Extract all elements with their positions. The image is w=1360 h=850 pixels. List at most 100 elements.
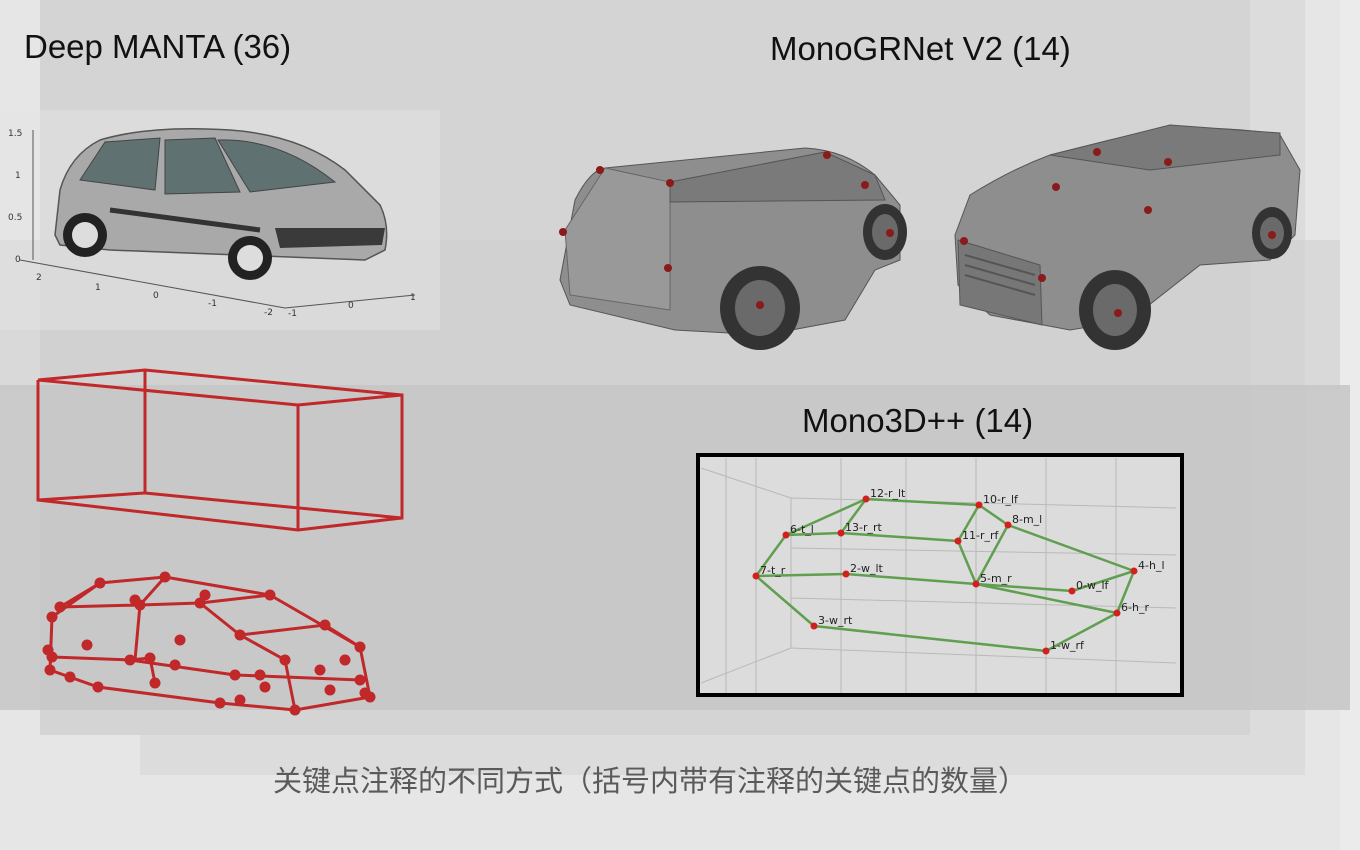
skeleton-edge: [1071, 569, 1135, 593]
skeleton-edge: [785, 497, 867, 537]
suv-front-render: [954, 124, 1301, 350]
keypoint-marker: [124, 654, 136, 666]
x-tick: -2: [264, 308, 273, 318]
keypoint-label: 13-r_rt: [845, 521, 883, 534]
keypoint-marker: [129, 594, 141, 606]
keypoint-marker: [159, 571, 171, 583]
keypoint-marker: [144, 652, 156, 664]
keypoint-marker: [42, 644, 54, 656]
keypoint-marker: [314, 664, 326, 676]
keypoint-dot: [975, 501, 983, 509]
skeleton-edge: [956, 540, 978, 585]
skeleton-edge: [865, 497, 980, 507]
skeleton-edge: [1115, 570, 1136, 614]
keypoint-dot: [862, 495, 870, 503]
keypoint-marker: [259, 681, 271, 693]
keypoint-marker: [214, 697, 226, 709]
suv-rear-render: [559, 147, 907, 350]
keypoint-dot: [1004, 521, 1012, 529]
keypoint-marker: [354, 674, 366, 686]
skeleton-edge: [813, 624, 1047, 653]
skeleton-edge: [1007, 523, 1135, 573]
keypoint-marker: [46, 611, 58, 623]
skeleton-edge: [975, 582, 1118, 615]
keypoint-label: 4-h_l: [1138, 559, 1165, 572]
keypoint-dot: [842, 570, 850, 578]
y-tick: 0: [348, 301, 354, 311]
keypoint-marker: [229, 669, 241, 681]
title-deep-manta: Deep MANTA (36): [24, 28, 292, 65]
x-tick: 1: [95, 283, 101, 293]
keypoint-marker: [149, 677, 161, 689]
keypoint-marker: [169, 659, 181, 671]
keypoint-dot: [972, 580, 980, 588]
keypoint-marker: [194, 597, 206, 609]
keypoint-marker: [254, 669, 266, 681]
y-tick: 1: [410, 293, 416, 303]
skeleton-edge: [1045, 611, 1118, 653]
keypoint-marker: [81, 639, 93, 651]
keypoint-marker: [44, 664, 56, 676]
skeleton-edge: [755, 575, 815, 627]
skeleton-edge: [956, 504, 981, 542]
keypoint-marker: [234, 694, 246, 706]
keypoint-marker: [234, 629, 246, 641]
keypoint-marker: [94, 577, 106, 589]
keypoint-label: 7-t_r: [760, 564, 786, 577]
x-tick: 0: [153, 291, 159, 301]
keypoint-label: 2-w_lt: [850, 562, 884, 575]
keypoint-marker: [354, 641, 366, 653]
keypoint-dot: [810, 622, 818, 630]
skeleton-edge: [840, 531, 959, 543]
minivan-render: [54, 128, 388, 280]
figure-caption: 关键点注释的不同方式（括号内带有注释的关键点的数量）: [272, 764, 1027, 798]
keypoint-label: 3-w_rt: [818, 614, 853, 627]
keypoint-dot: [782, 531, 790, 539]
keypoint-label: 1-w_rf: [1050, 639, 1085, 652]
y-tick: -1: [288, 309, 297, 319]
skeleton-edge: [754, 534, 788, 577]
keypoint-dot: [1113, 609, 1121, 617]
car-keypoint-wireframe: [42, 571, 376, 716]
skeleton-edge: [755, 572, 847, 578]
skeleton-edge: [785, 531, 842, 537]
keypoint-dot: [1042, 647, 1050, 655]
x-tick: 2: [36, 273, 42, 283]
skeleton-edge: [845, 572, 977, 586]
skeleton-edge: [978, 503, 1009, 527]
z-tick: 1: [15, 171, 21, 181]
z-tick: 0.5: [8, 213, 22, 223]
skeleton-edge: [839, 498, 868, 534]
skeleton-edge: [975, 582, 1073, 593]
keypoint-label: 12-r_lt: [870, 487, 906, 500]
z-tick: 1.5: [8, 129, 22, 139]
keypoint-marker: [289, 704, 301, 716]
title-monogrnet: MonoGRNet V2 (14): [770, 30, 1071, 67]
deep-manta-plot: 1.5 1 0.5 0 2 1 0 -1 -2 -1 0 1: [0, 110, 440, 330]
keypoint-marker: [359, 687, 371, 699]
bounding-box-wireframe: [36, 368, 404, 532]
keypoint-marker: [324, 684, 336, 696]
keypoint-marker: [264, 589, 276, 601]
keypoint-label: 11-r_rf: [962, 529, 1000, 542]
z-tick: 0: [15, 255, 21, 265]
keypoint-label: 0-w_lf: [1076, 579, 1110, 592]
keypoint-dot: [954, 537, 962, 545]
keypoint-marker: [319, 619, 331, 631]
keypoint-dot: [837, 529, 845, 537]
keypoint-label: 8-m_l: [1012, 513, 1042, 526]
keypoint-marker: [92, 681, 104, 693]
keypoint-marker: [54, 601, 66, 613]
keypoint-marker: [339, 654, 351, 666]
keypoint-marker: [199, 589, 211, 601]
keypoint-dot: [1068, 587, 1076, 595]
keypoint-dot: [752, 572, 760, 580]
title-mono3d: Mono3D++ (14): [802, 402, 1034, 439]
keypoint-label: 10-r_lf: [983, 493, 1019, 506]
keypoint-dot: [1130, 567, 1138, 575]
keypoint-marker: [174, 634, 186, 646]
keypoint-marker: [279, 654, 291, 666]
x-tick: -1: [208, 299, 217, 309]
